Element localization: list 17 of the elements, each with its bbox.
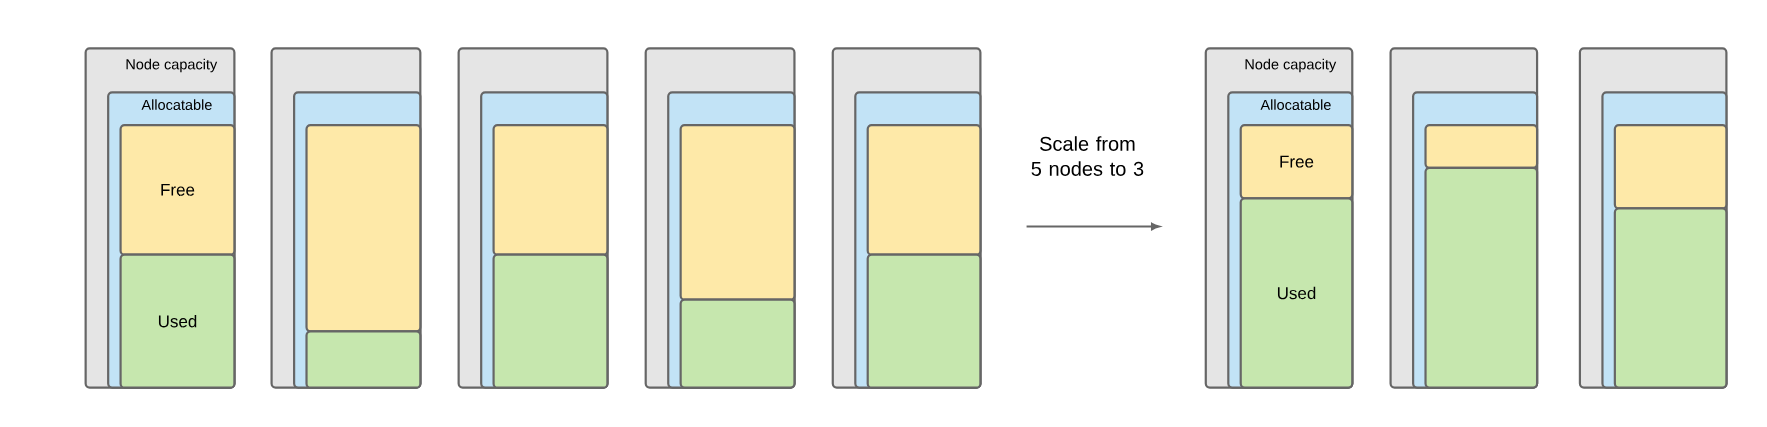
used-box (679, 298, 796, 389)
used-box (492, 253, 609, 389)
used-box (866, 253, 982, 389)
free-box (492, 123, 609, 256)
used-box (1613, 207, 1728, 389)
free-box (1613, 123, 1728, 210)
used-box (1424, 166, 1539, 389)
free-box (866, 123, 982, 256)
free-box (1424, 123, 1539, 169)
used-box: Used (1239, 197, 1354, 389)
edge-label: Scale from 5 nodes to 3 (1031, 136, 1144, 176)
used-box (305, 330, 422, 389)
used-box: Used (119, 253, 236, 389)
free-box: Free (119, 123, 236, 256)
free-box (305, 123, 422, 333)
free-box (679, 123, 796, 301)
free-box: Free (1239, 123, 1354, 200)
